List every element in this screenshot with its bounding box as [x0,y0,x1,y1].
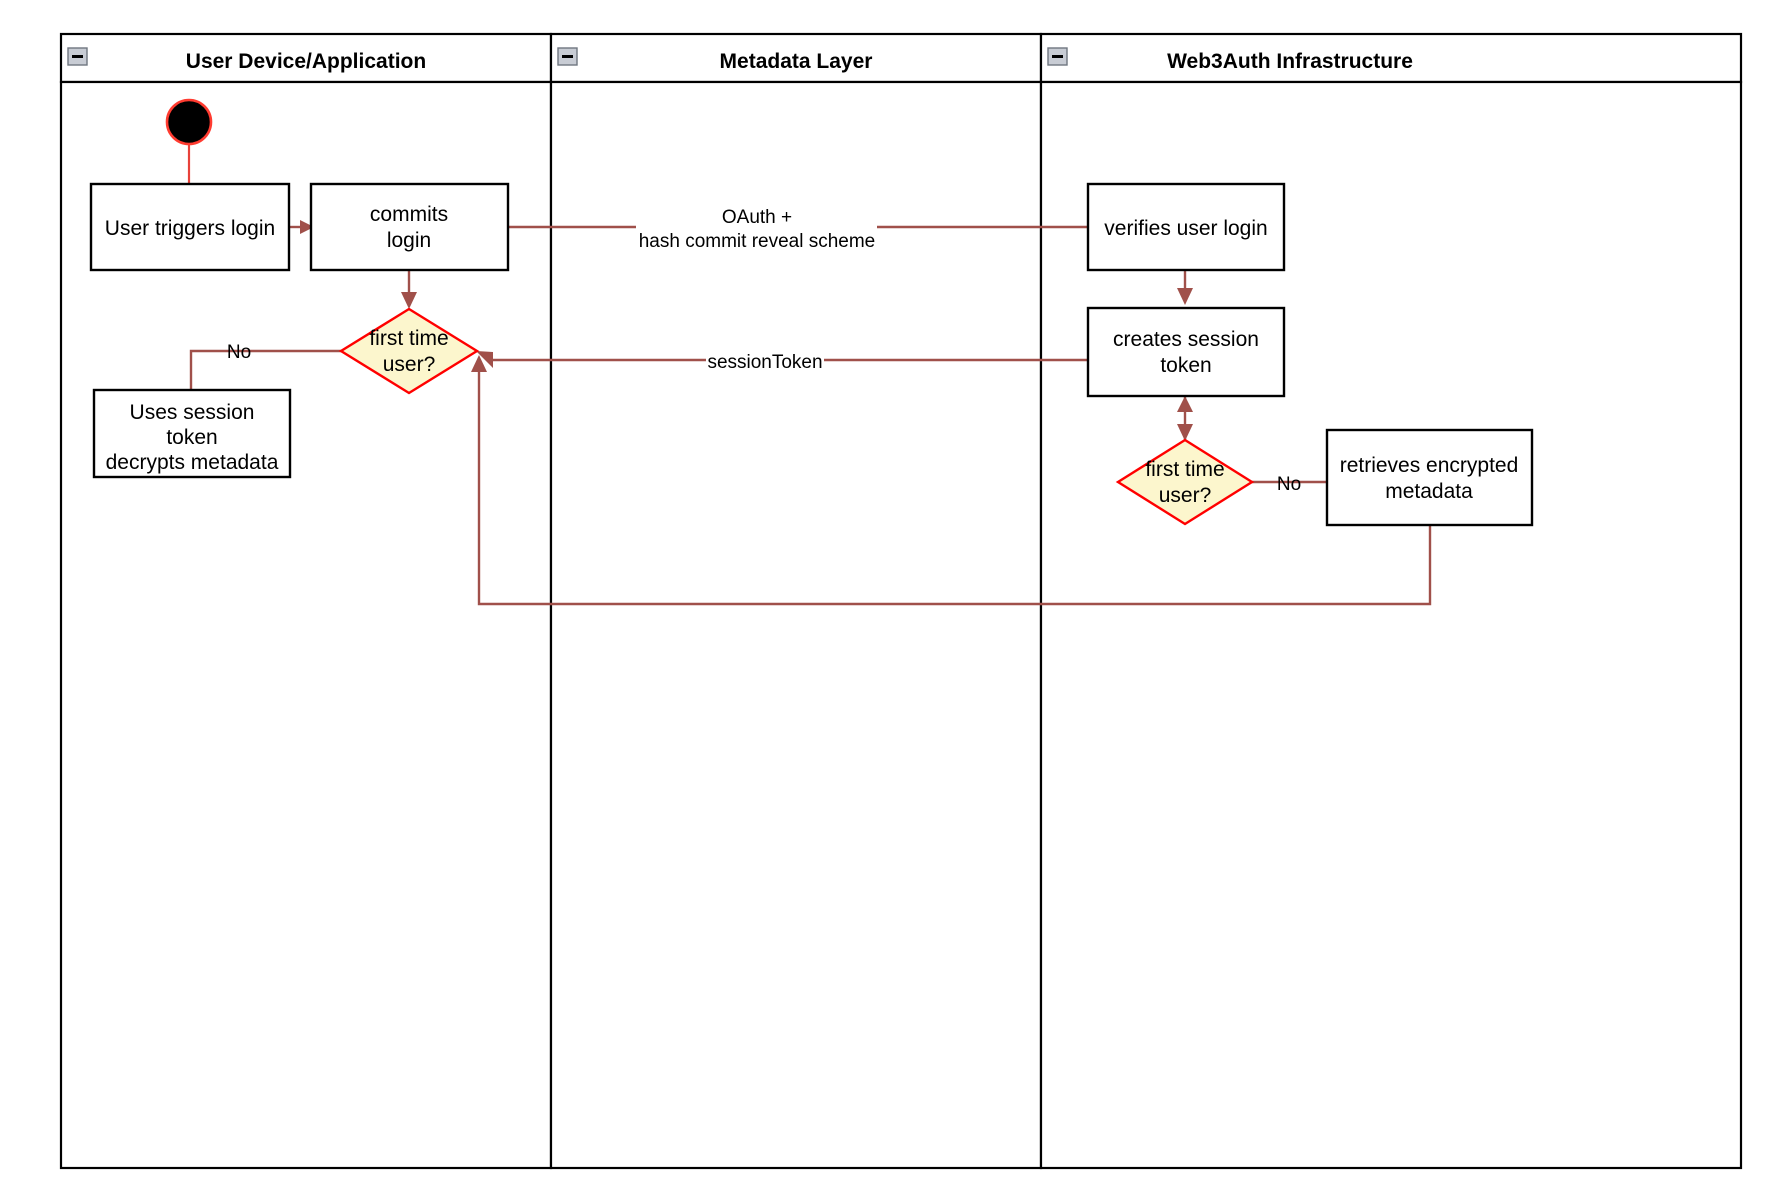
node-label-uses-session-line3: decrypts metadata [106,451,279,474]
arrow-head-icon [476,351,493,368]
flow-decision-no-to-uses-session [189,349,343,390]
lane-header-web3auth [1039,32,1743,84]
node-label-commits-login-line1: commits [370,203,448,226]
node-label-decision-left-line2: user? [383,353,436,376]
node-label-decision-right-line1: first time [1145,458,1224,481]
arrow-head-icon [471,355,487,372]
arrow-head-icon [1177,288,1193,305]
node-label-creates-session-line2: token [1160,354,1211,377]
node-commits-login[interactable]: commits login [309,182,510,272]
lane-header-metadata [549,32,1043,84]
node-decision-first-time-user-left[interactable]: first time user? [338,307,480,395]
minus-icon[interactable] [67,47,88,66]
flow-retrieves-loop-back [477,366,1432,606]
edge-label-no-right: No [1277,474,1301,495]
node-label-retrieves-line2: metadata [1385,480,1473,503]
swimlane-metadata: Metadata Layer [549,32,1043,1170]
edge-label-oauth-line1: OAuth + [722,207,792,228]
lane-header-user-device [59,32,553,84]
node-label-decision-right-line2: user? [1159,484,1212,507]
node-decision-first-time-user-right[interactable]: first time user? [1115,438,1255,526]
minus-icon[interactable] [557,47,578,66]
edge-label-oauth-line2: hash commit reveal scheme [639,231,876,252]
lane-title-web3auth: Web3Auth Infrastructure [1167,50,1413,73]
node-verifies-user-login[interactable]: verifies user login [1086,182,1286,272]
node-uses-session-token[interactable]: Uses session token decrypts metadata [92,388,292,479]
node-label-decision-left-line1: first time [369,327,448,350]
edge-label-session-token: sessionToken [707,352,822,373]
lane-title-user-device: User Device/Application [186,50,426,73]
arrow-head-icon [1177,424,1193,441]
node-label-creates-session-line1: creates session [1113,328,1259,351]
node-label-uses-session-line1: Uses session [130,401,255,424]
node-label-user-triggers-login: User triggers login [105,217,275,240]
arrow-head-icon [1177,396,1193,412]
arrow-head-icon [401,292,417,309]
lane-title-metadata: Metadata Layer [720,50,873,73]
edge-label-no-left: No [227,342,251,363]
minus-icon[interactable] [1047,47,1068,66]
arrow-head-icon [300,220,314,234]
node-initial [165,98,213,146]
start-node-icon [165,98,213,146]
node-label-retrieves-line1: retrieves encrypted [1340,454,1519,477]
node-user-triggers-login[interactable]: User triggers login [89,182,291,272]
node-creates-session-token[interactable]: creates session token [1086,306,1286,398]
swimlane-web3auth: Web3Auth Infrastructure [1039,32,1743,1170]
node-label-commits-login-line2: login [387,229,431,252]
lane-body-metadata [549,80,1043,1170]
node-label-verifies-user-login: verifies user login [1104,217,1267,240]
node-retrieves-encrypted-metadata[interactable]: retrieves encrypted metadata [1325,428,1534,527]
node-label-uses-session-line2: token [166,426,217,449]
